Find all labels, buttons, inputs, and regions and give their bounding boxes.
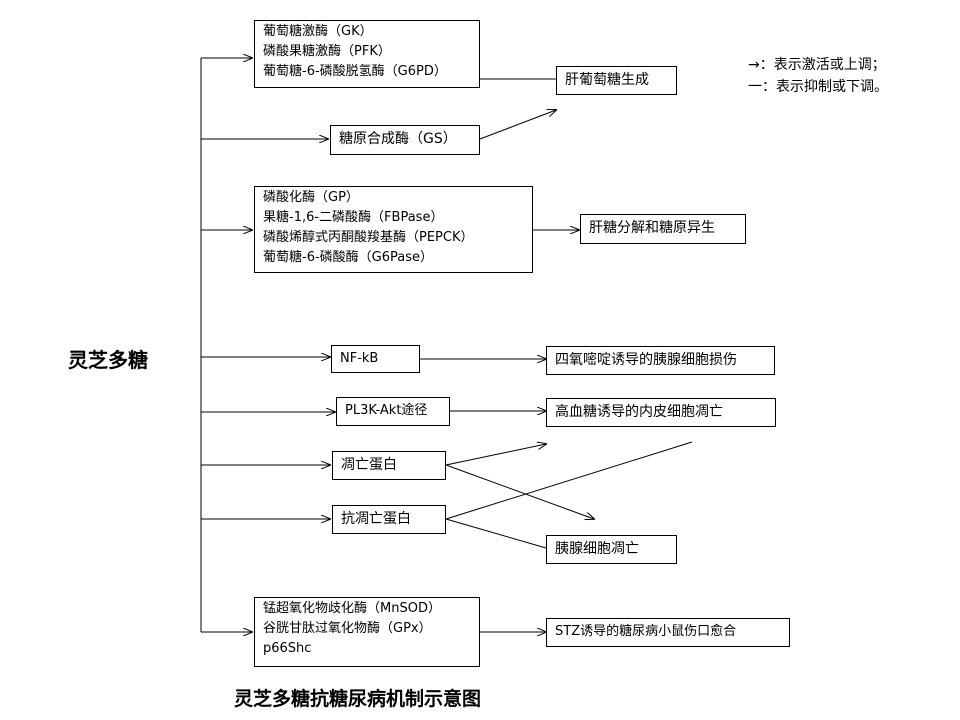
glycogenolysis-box: 肝糖分解和糖原异生 — [580, 214, 746, 244]
gs-label: 糖原合成酶（GS） — [339, 131, 457, 147]
enzyme-fbpase: 果糖-1,6-二磷酸酶（FBPase） — [263, 210, 444, 225]
enzyme-group3-box: 锰超氧化物歧化酶（MnSOD） 谷胱甘肽过氧化物酶（GPx） p66Shc — [254, 597, 480, 667]
endothelial-apoptosis-box: 高血糖诱导的内皮细胞凋亡 — [546, 398, 776, 427]
pancreatic-apoptosis-box: 胰腺细胞凋亡 — [546, 535, 677, 564]
apoptotic-protein-label: 凋亡蛋白 — [341, 457, 397, 473]
edge-anti-down — [445, 518, 547, 549]
enzyme-mnsod: 锰超氧化物歧化酶（MnSOD） — [263, 601, 441, 616]
anti-apoptotic-protein-label: 抗凋亡蛋白 — [341, 511, 411, 527]
enzyme-pfk: 磷酸果糖激酶（PFK） — [263, 44, 391, 59]
edge-gs-up — [479, 110, 556, 140]
diagram-caption: 灵芝多糖抗糖尿病机制示意图 — [234, 688, 482, 710]
enzyme-gp: 磷酸化酶（GP） — [263, 190, 359, 205]
pi3k-box: PL3K-Akt途径 — [336, 397, 450, 426]
enzyme-group2-box: 磷酸化酶（GP） 果糖-1,6-二磷酸酶（FBPase） 磷酸烯醇式丙酮酸羧基酶… — [254, 186, 533, 273]
endothelial-apoptosis-label: 高血糖诱导的内皮细胞凋亡 — [555, 404, 723, 420]
anti-apoptotic-protein-box: 抗凋亡蛋白 — [332, 505, 446, 534]
legend-inhibit: 一：表示抑制或下调。 — [748, 79, 888, 95]
nfkb-label: NF-kB — [340, 351, 379, 366]
enzyme-pepck: 磷酸烯醇式丙酮酸羧基酶（PEPCK） — [263, 230, 474, 245]
alloxan-damage-box: 四氧嘧啶诱导的胰腺细胞损伤 — [546, 346, 775, 375]
enzyme-gpx: 谷胱甘肽过氧化物酶（GPx） — [263, 621, 432, 636]
liver-glucose-label: 肝葡萄糖生成 — [565, 72, 649, 88]
pancreatic-apoptosis-label: 胰腺细胞凋亡 — [555, 541, 639, 557]
enzyme-gk: 葡萄糖激酶（GK） — [263, 24, 373, 39]
legend-activate: →：表示激活或上调； — [748, 57, 886, 73]
wound-healing-box: STZ诱导的糖尿病小鼠伤口愈合 — [546, 618, 790, 647]
apoptotic-protein-box: 凋亡蛋白 — [332, 451, 446, 480]
enzyme-g6pd: 葡萄糖-6-磷酸脱氢酶（G6PD） — [263, 64, 447, 79]
nfkb-box: NF-kB — [331, 345, 420, 373]
gs-box: 糖原合成酶（GS） — [330, 125, 480, 155]
alloxan-damage-label: 四氧嘧啶诱导的胰腺细胞损伤 — [555, 352, 737, 368]
glycogenolysis-label: 肝糖分解和糖原异生 — [589, 220, 715, 236]
pi3k-label: PL3K-Akt途径 — [345, 403, 428, 418]
enzyme-group1-box: 葡萄糖激酶（GK） 磷酸果糖激酶（PFK） 葡萄糖-6-磷酸脱氢酶（G6PD） — [254, 20, 480, 88]
edge-apoptotic-up — [445, 444, 546, 466]
edge-anti-up — [445, 441, 693, 520]
edge-apoptotic-down — [445, 464, 594, 519]
wound-healing-label: STZ诱导的糖尿病小鼠伤口愈合 — [555, 624, 737, 639]
liver-glucose-box: 肝葡萄糖生成 — [556, 66, 677, 95]
enzyme-p66shc: p66Shc — [263, 641, 312, 656]
root-label: 灵芝多糖 — [68, 348, 148, 372]
enzyme-g6pase: 葡萄糖-6-磷酸酶（G6Pase） — [263, 250, 433, 265]
